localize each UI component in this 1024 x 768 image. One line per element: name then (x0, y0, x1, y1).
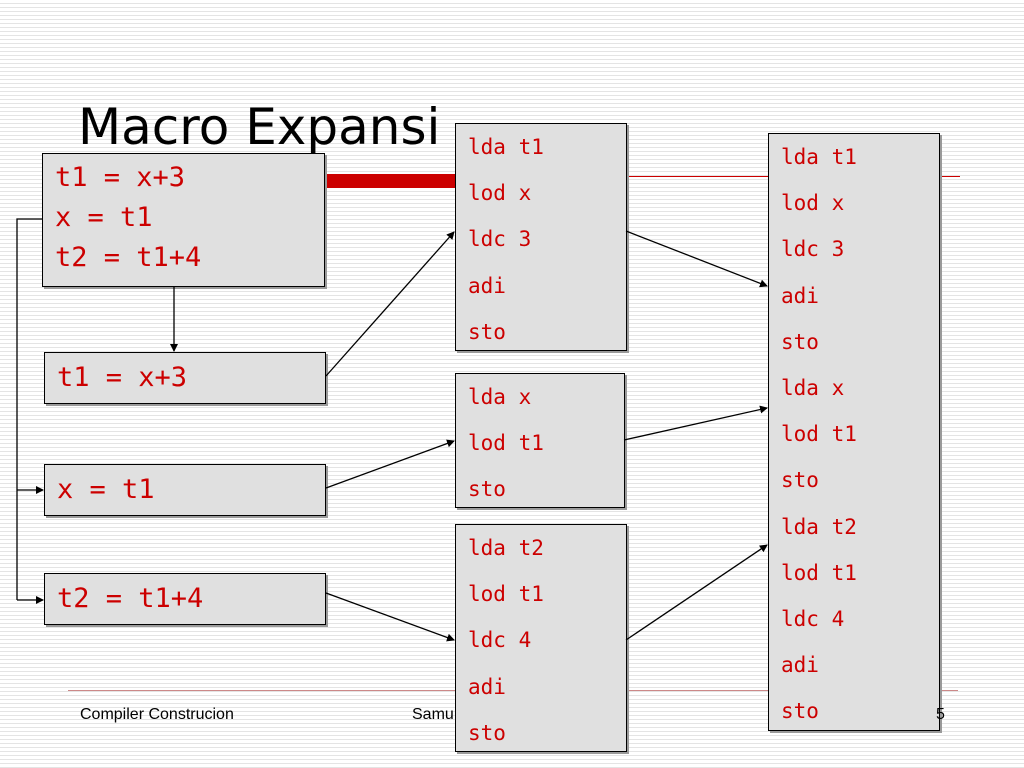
statement-box: t1 = x+3 (44, 352, 326, 404)
code-line: sto (468, 720, 506, 745)
code-line: lda t2 (468, 536, 544, 560)
bracket-connector (16, 218, 42, 600)
statement-box: x = t1 (44, 464, 326, 516)
combined-line: ldc 3 (781, 237, 845, 262)
code-line: lda x (468, 385, 532, 409)
code-line: lod t1 (468, 431, 544, 456)
code-line: adi (468, 674, 506, 699)
arrow-stmt1-to-expansion1 (325, 231, 455, 377)
combined-line: adi (781, 283, 819, 308)
arrow-expansion3-to-combined (625, 544, 768, 641)
combined-line: lda t1 (781, 145, 857, 169)
expansion-box: lda x lod t1 sto (455, 373, 625, 508)
statement-box: t2 = t1+4 (44, 573, 326, 625)
statement-text: t2 = t1+4 (57, 583, 204, 614)
statement-text: t1 = x+3 (57, 362, 188, 393)
code-line: lod x (468, 181, 532, 206)
expansion-box: lda t2 lod t1 ldc 4 adi sto (455, 524, 627, 752)
title-underline (460, 176, 960, 177)
footer-author: Samu (412, 706, 454, 723)
source-line: t2 = t1+4 (55, 242, 202, 273)
footer-course: Compiler Construcion (80, 706, 234, 723)
combined-line: ldc 4 (781, 607, 845, 632)
footer-page-number: 5 (936, 706, 945, 723)
source-line: t1 = x+3 (55, 162, 186, 193)
arrow-stmt3-to-expansion3 (325, 592, 455, 642)
code-line: sto (468, 477, 506, 502)
source-line: x = t1 (55, 202, 153, 233)
code-line: ldc 4 (468, 628, 532, 653)
code-line: lod t1 (468, 582, 544, 607)
combined-line: lod t1 (781, 422, 857, 447)
combined-line: lod x (781, 191, 845, 216)
combined-line: lda x (781, 376, 845, 401)
slide-title: Macro Expansi (78, 98, 441, 156)
combined-line: lda t2 (781, 514, 857, 539)
combined-line: sto (781, 699, 819, 724)
arrow-stmt2-to-expansion2 (325, 439, 455, 489)
arrow-expansion1-to-combined (625, 230, 768, 288)
source-block: t1 = x+3 x = t1 t2 = t1+4 (42, 153, 325, 287)
combined-line: adi (781, 653, 819, 678)
expansion-box: lda t1 lod x ldc 3 adi sto (455, 123, 627, 351)
combined-line: sto (781, 468, 819, 493)
code-line: ldc 3 (468, 227, 532, 252)
arrow-expansion2-to-combined (623, 405, 768, 441)
combined-line: lod t1 (781, 560, 857, 585)
combined-output-box: lda t1 lod x ldc 3 adi sto lda x lod t1 … (768, 133, 940, 731)
code-line: adi (468, 273, 506, 298)
code-line: lda t1 (468, 135, 544, 159)
combined-line: sto (781, 329, 819, 354)
statement-text: x = t1 (57, 474, 155, 505)
title-accent-bar (322, 174, 460, 188)
code-line: sto (468, 319, 506, 344)
